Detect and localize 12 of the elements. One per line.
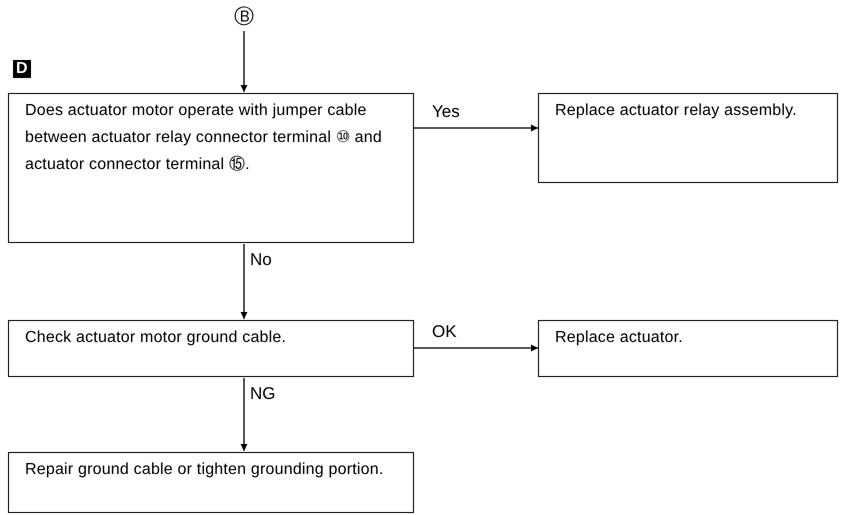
process-box: Check actuator motor ground cable. [8, 320, 414, 377]
arrow [240, 31, 248, 92]
section-letter: D [13, 60, 31, 78]
arrow [240, 244, 248, 319]
arrow [240, 378, 248, 451]
process-box: Repair ground cable or tighten grounding portion. [8, 452, 414, 513]
connector-mark: Ⓑ [232, 4, 256, 30]
arrow [414, 124, 538, 132]
arrow [414, 344, 538, 352]
process-box: Replace actuator. [538, 320, 838, 377]
process-box: Does actuator motor operate with jumper cable between actuator relay connector terminal ⑩ and actuator connector terminal ⑮. [8, 93, 414, 243]
process-box: Replace actuator relay assembly. [538, 93, 838, 183]
